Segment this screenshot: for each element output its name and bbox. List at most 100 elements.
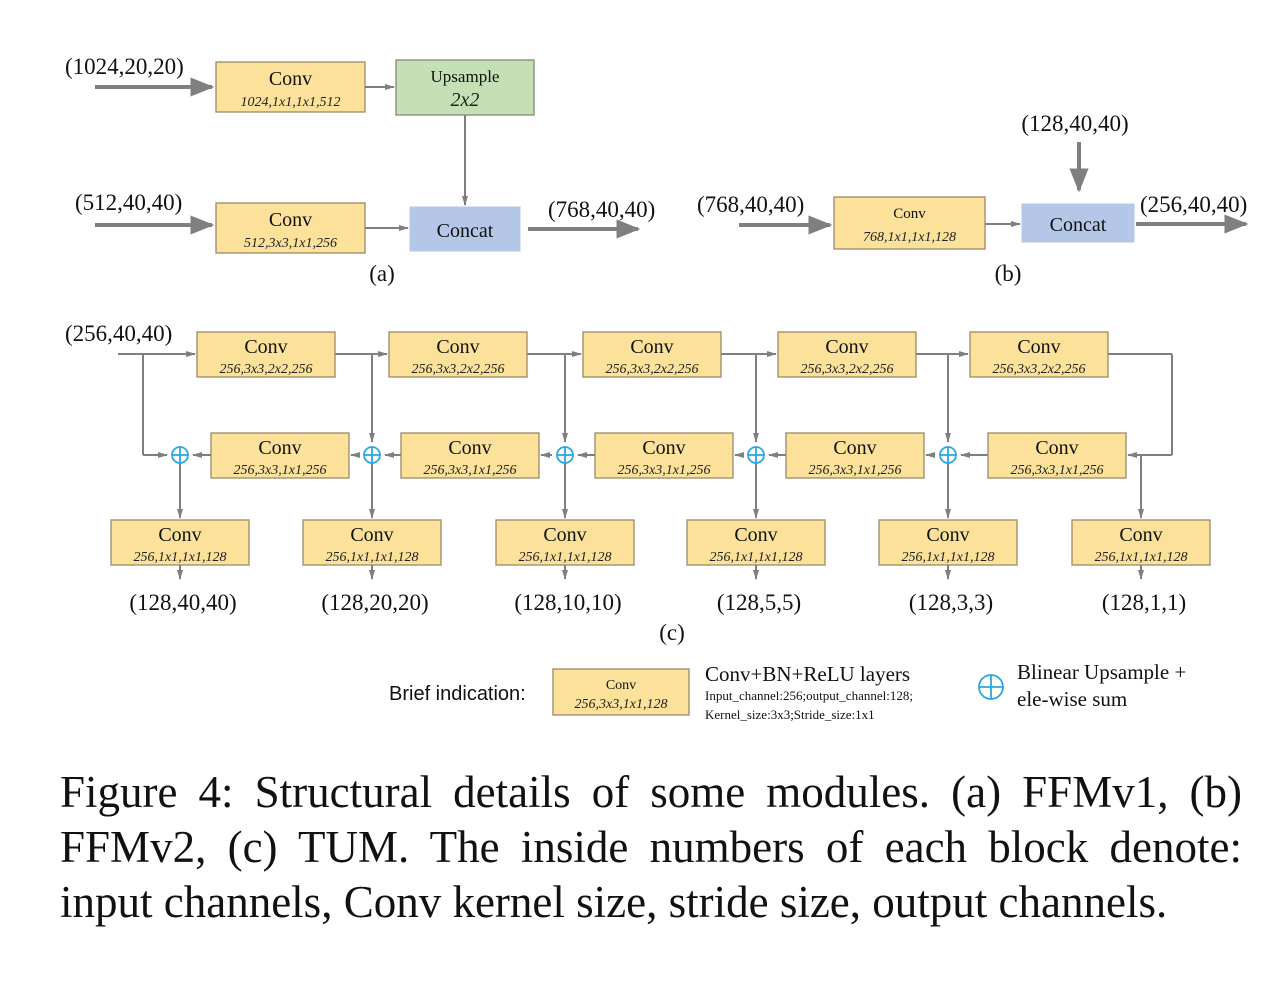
circle-plus-icon [978, 674, 1004, 700]
box-params: 256,3x3,2x2,256 [993, 362, 1086, 377]
box-params: 256,3x3,1x1,256 [809, 463, 902, 478]
tum-decoder-conv-3: Conv 256,3x3,1x1,256 [594, 432, 734, 479]
panel-b-label: (b) [995, 261, 1022, 286]
tum-encoder-conv-5: Conv 256,3x3,2x2,256 [969, 331, 1109, 378]
box-params: 256,3x3,1x1,256 [618, 463, 711, 478]
box-params: 256,3x3,1x1,128 [575, 697, 668, 712]
box-params: 256,3x3,2x2,256 [412, 362, 505, 377]
panel-a-label: (a) [369, 261, 395, 286]
legend-sum-desc-line2: ele-wise sum [1017, 687, 1127, 711]
legend-label: Brief indication: [389, 683, 526, 705]
panel-a-conv-top: Conv 1024,1x1,1x1,512 [215, 61, 366, 113]
panel-c-tum: (256,40,40) Conv256,3x3,2x2,256Conv256,3… [65, 321, 1211, 645]
legend-conv-desc-line2: Kernel_size:3x3;Stride_size:1x1 [705, 707, 875, 722]
box-title: Conv [825, 336, 868, 358]
tum-encoder-row: Conv256,3x3,2x2,256Conv256,3x3,2x2,256Co… [196, 331, 1109, 378]
tum-output-label-2: (128,20,20) [321, 590, 428, 615]
box-title: Conv [350, 524, 393, 546]
tum-encoder-conv-4: Conv 256,3x3,2x2,256 [777, 331, 917, 378]
box-title: Conv [543, 524, 586, 546]
panel-a-concat: Concat [409, 206, 521, 252]
circle-plus-icon [171, 446, 189, 464]
box-params: 256,3x3,2x2,256 [220, 362, 313, 377]
box-params: 256,3x3,1x1,256 [1011, 463, 1104, 478]
tum-head-conv-4: Conv 256,1x1,1x1,128 [686, 519, 826, 566]
tum-head-conv-6: Conv 256,1x1,1x1,128 [1071, 519, 1211, 566]
box-params: 256,3x3,1x1,256 [234, 463, 327, 478]
panel-a-input-bottom-label: (512,40,40) [75, 190, 182, 215]
tum-output-label-6: (128,1,1) [1102, 590, 1186, 615]
box-title: Upsample [431, 67, 500, 86]
tum-head-conv-5: Conv 256,1x1,1x1,128 [878, 519, 1018, 566]
panel-a-upsample: Upsample 2x2 [395, 59, 535, 116]
panel-b-input-top-label: (128,40,40) [1021, 111, 1128, 136]
figure-caption: Figure 4: Structural details of some mod… [60, 767, 1242, 927]
panel-b-input-left-label: (768,40,40) [697, 192, 804, 217]
circle-plus-icon [556, 446, 574, 464]
box-params: 256,3x3,2x2,256 [801, 362, 894, 377]
box-params: 256,1x1,1x1,128 [710, 550, 803, 565]
tum-decoder-row: Conv 256,3x3,1x1,256 Conv 256,3x3,1x1,256 Co… [210, 432, 1127, 479]
box-title: Conv [606, 678, 636, 693]
box-title: Conv [436, 336, 479, 358]
box-title: Conv [244, 336, 287, 358]
panel-b-ffmv2: (768,40,40) Conv 768,1x1,1x1,128 (128,40… [697, 111, 1249, 286]
box-title: Concat [1050, 214, 1107, 236]
box-params: 256,3x3,2x2,256 [606, 362, 699, 377]
box-params: 256,1x1,1x1,128 [134, 550, 227, 565]
box-title: Conv [893, 206, 926, 222]
legend: Brief indication: Conv 256,3x3,1x1,128 C… [389, 660, 1186, 722]
tum-encoder-conv-1: Conv 256,3x3,2x2,256 [196, 331, 336, 378]
box-title: Conv [1035, 437, 1078, 459]
tum-output-label-4: (128,5,5) [717, 590, 801, 615]
box-title: Conv [269, 68, 312, 90]
circle-plus-icon [747, 446, 765, 464]
box-title: Conv [734, 524, 777, 546]
panel-a-output-label: (768,40,40) [548, 197, 655, 222]
box-params: 1024,1x1,1x1,512 [241, 95, 341, 110]
tum-output-label-1: (128,40,40) [129, 590, 236, 615]
box-title: Conv [926, 524, 969, 546]
box-title: Conv [1119, 524, 1162, 546]
box-title: Concat [437, 220, 494, 242]
tum-sum-nodes [171, 446, 957, 464]
box-title: Conv [258, 437, 301, 459]
box-title: Conv [642, 437, 685, 459]
tum-edges [118, 351, 1173, 580]
legend-conv-desc-title: Conv+BN+ReLU layers [705, 662, 910, 686]
box-params: 256,1x1,1x1,128 [326, 550, 419, 565]
tum-output-label-5: (128,3,3) [909, 590, 993, 615]
legend-example-conv-box: Conv 256,3x3,1x1,128 [552, 668, 690, 716]
tum-decoder-conv-1: Conv 256,3x3,1x1,256 [210, 432, 350, 479]
box-params: 256,1x1,1x1,128 [519, 550, 612, 565]
figure-diagram: (1024,20,20) Conv 1024,1x1,1x1,512 Upsam… [65, 54, 1249, 722]
tum-encoder-conv-3: Conv 256,3x3,2x2,256 [582, 331, 722, 378]
box-params: 2x2 [451, 89, 480, 111]
panel-a-input-top-label: (1024,20,20) [65, 54, 184, 79]
box-title: Conv [833, 437, 876, 459]
box-params: 768,1x1,1x1,128 [863, 230, 956, 245]
legend-sum-desc-line1: Blinear Upsample + [1017, 660, 1186, 684]
box-params: 256,1x1,1x1,128 [902, 550, 995, 565]
circle-plus-icon [939, 446, 957, 464]
tum-decoder-conv-4: Conv 256,3x3,1x1,256 [785, 432, 925, 479]
tum-head-conv-3: Conv 256,1x1,1x1,128 [495, 519, 635, 566]
tum-head-row: Conv 256,1x1,1x1,128 (128,40,40) Conv 256,1x… [110, 519, 1211, 615]
box-params: 256,1x1,1x1,128 [1095, 550, 1188, 565]
tum-head-conv-1: Conv 256,1x1,1x1,128 [110, 519, 250, 566]
box-params: 512,3x3,1x1,256 [244, 236, 337, 251]
panel-a-conv-bottom: Conv 512,3x3,1x1,256 [215, 202, 366, 254]
tum-head-conv-2: Conv 256,1x1,1x1,128 [302, 519, 442, 566]
box-title: Conv [158, 524, 201, 546]
box-title: Conv [1017, 336, 1060, 358]
tum-decoder-conv-5: Conv 256,3x3,1x1,256 [987, 432, 1127, 479]
panel-b-output-label: (256,40,40) [1140, 192, 1247, 217]
tum-encoder-conv-2: Conv 256,3x3,2x2,256 [388, 331, 528, 378]
panel-b-conv: Conv 768,1x1,1x1,128 [833, 196, 986, 250]
box-title: Conv [269, 209, 312, 231]
box-title: Conv [630, 336, 673, 358]
tum-output-label-3: (128,10,10) [514, 590, 621, 615]
box-title: Conv [448, 437, 491, 459]
panel-b-concat: Concat [1021, 203, 1135, 243]
